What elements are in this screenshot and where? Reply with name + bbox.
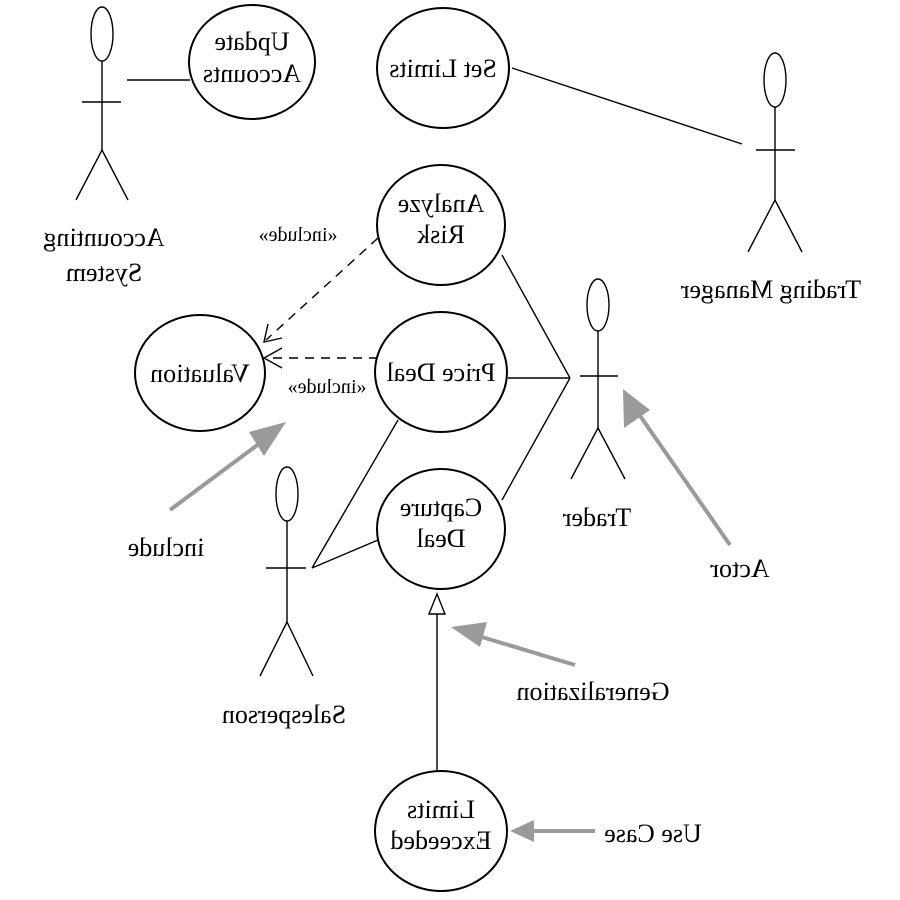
stereotype-include-top: «include» — [259, 224, 338, 246]
actor-trading-manager-label: Trading Manager — [681, 275, 862, 304]
usecase-capture-deal-line2: Deal — [416, 524, 465, 553]
assoc-capture-trader — [501, 377, 571, 501]
actor-accounting-system-line2: System — [66, 258, 143, 287]
usecase-analyze-risk-line2: Risk — [417, 220, 465, 249]
annotation-generalization: Generalization — [516, 677, 669, 706]
usecase-set-limits-label: Set Limits — [389, 54, 497, 83]
usecase-capture-deal: Capture Deal — [376, 468, 506, 590]
callout-include-arrow — [168, 438, 266, 512]
actor-trader-label: Trader — [562, 503, 631, 532]
actor-trader-head — [586, 278, 610, 332]
usecase-valuation: Valuation — [134, 314, 266, 432]
callout-actor-arrow — [634, 408, 732, 547]
include-analyze-valuation — [265, 237, 379, 341]
usecase-limits-exceeded: Limits Exceeded — [374, 770, 508, 892]
assoc-analyze-trader — [501, 254, 571, 379]
usecase-capture-deal-line1: Capture — [400, 493, 482, 522]
actor-trading-manager: Trading Manager — [681, 52, 862, 304]
actor-salesperson-label: Salesperson — [222, 700, 346, 729]
usecase-update-accounts: Update Accounts — [188, 4, 316, 120]
usecase-valuation-label: Valuation — [150, 359, 250, 388]
actor-salesperson-head — [275, 466, 299, 522]
include-analyze-arrowhead — [263, 323, 283, 343]
assoc-capture-salesperson — [311, 539, 379, 569]
annotation-include: include — [128, 533, 205, 562]
actor-trading-manager-head — [763, 52, 787, 108]
annotation-use-case: Use Case — [604, 819, 701, 848]
usecase-limits-exceeded-line1: Limits — [407, 795, 475, 824]
callout-usecase-arrowhead — [510, 820, 534, 842]
usecase-price-deal: Price Deal — [374, 311, 508, 433]
annotation-actor: Actor — [710, 554, 770, 583]
usecase-update-accounts-line1: Update — [214, 27, 289, 56]
generalization-triangle — [427, 592, 447, 615]
usecase-analyze-risk: Analyze Risk — [376, 164, 506, 286]
assoc-price-salesperson — [311, 419, 399, 569]
usecase-analyze-risk-line1: Analyze — [398, 189, 485, 218]
callout-generalization-arrow — [474, 633, 576, 667]
callout-actor-arrowhead — [623, 389, 650, 428]
usecase-price-deal-label: Price Deal — [386, 358, 495, 387]
usecase-set-limits: Set Limits — [376, 7, 510, 129]
actor-accounting-system-head — [90, 6, 114, 62]
actor-trader: Trader — [562, 278, 631, 532]
usecase-update-accounts-line2: Accounts — [203, 59, 301, 88]
usecase-limits-exceeded-line2: Exceeded — [390, 826, 491, 855]
callout-include-arrowhead — [249, 422, 286, 456]
include-price-arrowhead — [262, 347, 283, 369]
assoc-setlimits-tradingmanager — [511, 67, 743, 145]
actor-accounting-system-line1: Accounting — [43, 223, 164, 252]
stereotype-include-bottom: «include» — [288, 376, 367, 398]
callout-generalization-arrowhead — [451, 622, 487, 647]
actor-salesperson: Salesperson — [222, 466, 346, 729]
actor-accounting-system: Accounting System — [43, 6, 165, 287]
